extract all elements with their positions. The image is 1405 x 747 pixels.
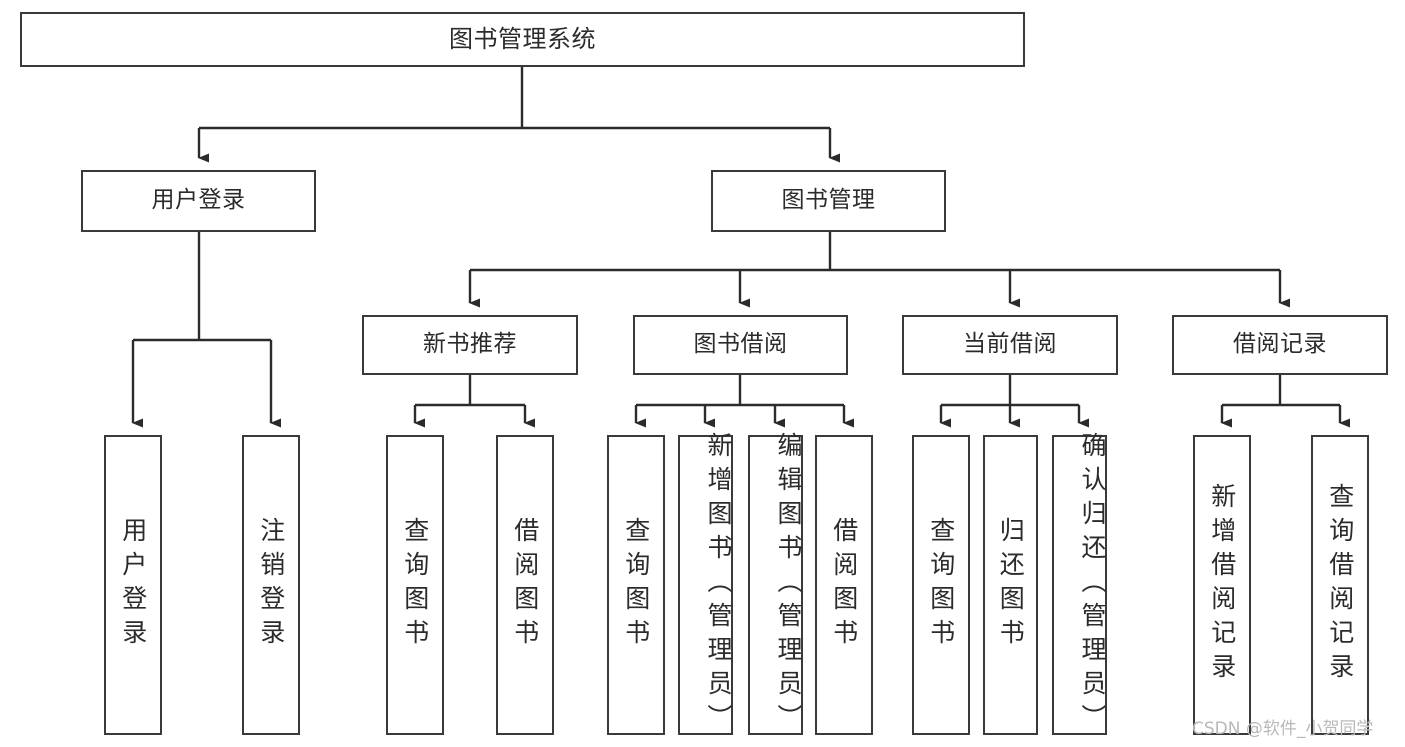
node-leaf-borrow-edit-book-admin-label: 编辑图书（管理员） [774, 432, 803, 738]
node-borrow-record-label: 借阅记录 [1233, 331, 1327, 358]
node-current-borrow-label: 当前借阅 [963, 331, 1057, 358]
node-leaf-record-add-record-label: 新增借阅记录 [1207, 483, 1237, 687]
node-leaf-logout[interactable]: 注销登录 [242, 435, 300, 735]
node-user-login[interactable]: 用户登录 [81, 170, 316, 232]
node-leaf-logout-label: 注销登录 [256, 517, 286, 653]
node-leaf-user-login[interactable]: 用户登录 [104, 435, 162, 735]
node-root-book-management-system[interactable]: 图书管理系统 [20, 12, 1025, 67]
node-leaf-newbook-borrow-book-label: 借阅图书 [510, 517, 540, 653]
node-book-borrow-label: 图书借阅 [693, 331, 788, 358]
node-leaf-record-query-record[interactable]: 查询借阅记录 [1311, 435, 1369, 735]
node-leaf-current-query-book-label: 查询图书 [926, 517, 956, 653]
node-leaf-current-confirm-return-admin[interactable]: 确认归还（管理员） [1052, 432, 1107, 738]
node-root-label: 图书管理系统 [449, 25, 596, 54]
node-leaf-borrow-borrow-book-label: 借阅图书 [829, 517, 859, 653]
node-book-management-label: 图书管理 [781, 187, 876, 214]
node-leaf-borrow-edit-book-admin[interactable]: 编辑图书（管理员） [748, 432, 803, 738]
node-book-borrow[interactable]: 图书借阅 [633, 315, 848, 375]
node-leaf-borrow-borrow-book[interactable]: 借阅图书 [815, 435, 873, 735]
node-leaf-borrow-query-book[interactable]: 查询图书 [607, 435, 665, 735]
node-borrow-record[interactable]: 借阅记录 [1172, 315, 1388, 375]
node-leaf-borrow-add-book-admin-label: 新增图书（管理员） [704, 432, 733, 738]
watermark: CSDN @软件_小贺同学 [1192, 719, 1374, 739]
node-leaf-record-add-record[interactable]: 新增借阅记录 [1193, 435, 1251, 735]
node-leaf-current-confirm-return-admin-label: 确认归还（管理员） [1078, 432, 1107, 738]
node-leaf-newbook-borrow-book[interactable]: 借阅图书 [496, 435, 554, 735]
node-user-login-label: 用户登录 [151, 187, 246, 214]
node-leaf-current-return-book[interactable]: 归还图书 [983, 435, 1038, 735]
node-leaf-borrow-query-book-label: 查询图书 [621, 517, 651, 653]
node-book-management[interactable]: 图书管理 [711, 170, 946, 232]
node-leaf-newbook-query-book-label: 查询图书 [400, 517, 430, 653]
node-leaf-current-query-book[interactable]: 查询图书 [912, 435, 970, 735]
node-leaf-newbook-query-book[interactable]: 查询图书 [386, 435, 444, 735]
node-new-book-recommend-label: 新书推荐 [423, 331, 517, 358]
node-new-book-recommend[interactable]: 新书推荐 [362, 315, 578, 375]
node-leaf-record-query-record-label: 查询借阅记录 [1325, 483, 1355, 687]
node-leaf-current-return-book-label: 归还图书 [996, 517, 1026, 653]
node-leaf-user-login-label: 用户登录 [118, 517, 148, 653]
node-leaf-borrow-add-book-admin[interactable]: 新增图书（管理员） [678, 432, 733, 738]
node-current-borrow[interactable]: 当前借阅 [902, 315, 1118, 375]
